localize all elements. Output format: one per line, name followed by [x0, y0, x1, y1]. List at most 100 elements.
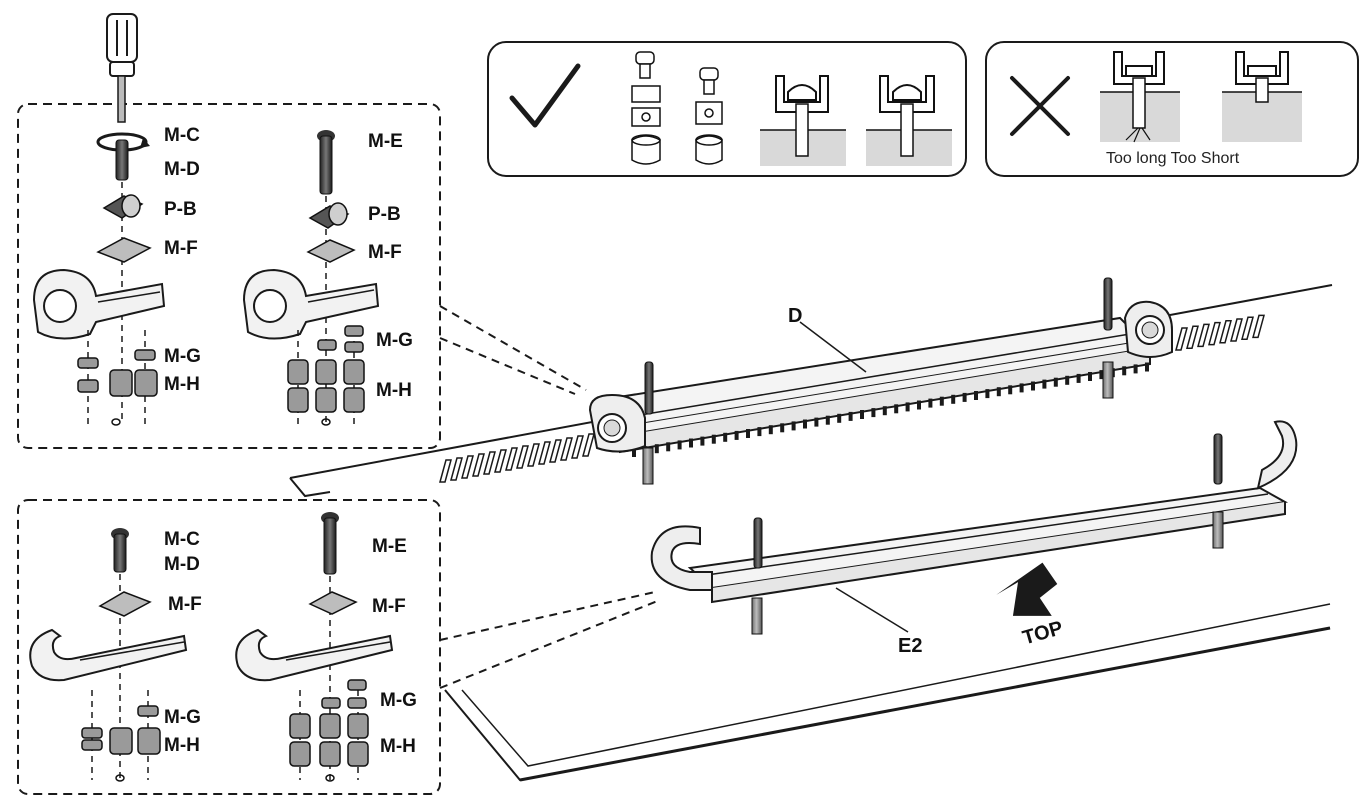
- bracket-d-tooth: [689, 438, 693, 448]
- bottom-col1-spacers: [81, 690, 161, 782]
- bracket-d-tooth: [791, 421, 796, 431]
- bracket-e2-bolt-left: [753, 517, 763, 569]
- bracket-d-tooth: [848, 411, 853, 421]
- bracket-d-tooth: [894, 404, 899, 414]
- bracket-d-tooth: [711, 434, 716, 444]
- bracket-d-spacer-left: [642, 447, 654, 485]
- bracket-d-tooth: [1133, 364, 1138, 374]
- bracket-d-tooth: [803, 419, 807, 429]
- bracket-d-tooth: [951, 394, 956, 404]
- bracket-d-tooth: [632, 448, 636, 457]
- bottom-label-mh: M-H: [164, 735, 200, 756]
- vent-slot: [549, 439, 562, 463]
- bracket-d-tooth: [1065, 375, 1070, 385]
- bottom-col1-stack: [98, 528, 152, 780]
- bracket-d-tooth: [1042, 379, 1047, 389]
- check-icon: [509, 63, 581, 128]
- top-callout-bracket-1: [32, 268, 166, 340]
- bracket-d-tooth: [700, 436, 705, 446]
- correct-stack-2: [695, 67, 723, 165]
- vent-slot: [461, 455, 474, 479]
- bracket-d-leader: [799, 321, 867, 373]
- vent-slot: [483, 451, 496, 475]
- bracket-d-tooth: [985, 389, 990, 399]
- vent-slot: [472, 453, 485, 477]
- bracket-d-spacer-right: [1102, 361, 1114, 399]
- bracket-d-tooth: [1099, 370, 1104, 380]
- tv-back-panel: [289, 284, 1333, 782]
- top-col1-spacers: [77, 330, 158, 426]
- bracket-d-bolt-right: [1103, 277, 1113, 331]
- top-label-mh-2: M-H: [376, 380, 412, 401]
- bracket-d-tooth: [677, 440, 682, 450]
- bracket-e2-bolt-right: [1213, 433, 1223, 485]
- bottom-callout-bracket-1: [29, 628, 188, 682]
- bracket-d-tooth: [939, 396, 944, 406]
- bracket-d-tooth: [1053, 377, 1058, 387]
- screwdriver-icon: [106, 13, 138, 123]
- top-label-md: M-D: [164, 159, 200, 180]
- vent-slot: [450, 457, 463, 481]
- top-label-mh: M-H: [164, 374, 200, 395]
- bracket-d-tooth: [723, 432, 728, 442]
- bottom-col2-spacers: [289, 679, 369, 782]
- bracket-d-tooth: [1008, 385, 1013, 395]
- vent-slot: [527, 443, 540, 467]
- bracket-d-tooth: [962, 392, 967, 402]
- vent-slot: [1175, 327, 1188, 351]
- bracket-d-tooth: [974, 391, 978, 400]
- bottom-label-md: M-D: [164, 554, 200, 575]
- callout-connectors: [439, 305, 661, 689]
- bracket-d-tooth: [654, 444, 659, 454]
- bracket-d-left-hook: [588, 393, 646, 453]
- bracket-d-bolt-left: [644, 361, 654, 415]
- bottom-label-mg-2: M-G: [380, 690, 417, 711]
- top-label-mg-2: M-G: [376, 330, 413, 351]
- vent-slot: [1230, 318, 1243, 342]
- cross-icon: [1010, 76, 1070, 136]
- vent-slot: [505, 447, 518, 471]
- top-label-pb: P-B: [164, 199, 197, 220]
- bottom-callout-bracket-2: [235, 628, 394, 682]
- bracket-d-tooth: [814, 417, 819, 427]
- correct-fit-box: [487, 41, 967, 177]
- bracket-d-tooth: [757, 427, 762, 437]
- bracket-e2-right-hook: [1256, 420, 1298, 490]
- bracket-e2-left-hook: [650, 525, 713, 591]
- top-col2-spacers: [287, 325, 365, 426]
- bracket-e2-label: E2: [898, 635, 922, 657]
- bracket-d-tooth: [1019, 383, 1024, 393]
- bracket-d-tooth: [882, 406, 887, 416]
- too-long-fit: [1100, 51, 1180, 143]
- vent-slot: [560, 437, 573, 461]
- bracket-d-tooth: [1076, 373, 1081, 383]
- vent-slots-right: [1175, 314, 1265, 351]
- top-label-pb-2: P-B: [368, 204, 401, 225]
- bottom-label-mf: M-F: [168, 594, 202, 615]
- bracket-d-tooth: [666, 442, 671, 452]
- correct-stack-1: [631, 51, 661, 165]
- bracket-e2-leader: [835, 587, 909, 633]
- vent-slot: [1208, 321, 1221, 346]
- bottom-label-mc: M-C: [164, 529, 200, 550]
- vent-slot: [571, 435, 584, 459]
- bracket-d-tooth: [860, 410, 864, 419]
- bottom-label-mg: M-G: [164, 707, 201, 728]
- correct-fit-1: [760, 75, 846, 166]
- vent-slot: [582, 433, 595, 457]
- up-arrow-icon: [996, 562, 1058, 616]
- vent-slot: [516, 445, 529, 469]
- bracket-d-tooth: [1088, 372, 1092, 381]
- bracket-d-tooth: [746, 429, 750, 438]
- bracket-d-tooth: [917, 400, 921, 410]
- bottom-label-mf-2: M-F: [372, 596, 406, 617]
- bracket-d-right-hook: [1123, 300, 1173, 358]
- top-callout-bracket-2: [242, 268, 380, 340]
- bracket-d-label: D: [788, 305, 802, 327]
- bracket-e2-spacer-right: [1212, 511, 1224, 549]
- top-label: TOP: [1020, 617, 1065, 649]
- too-short-fit: [1222, 51, 1302, 142]
- vent-slots-left: [439, 433, 595, 483]
- callout-panel-top: [17, 103, 441, 449]
